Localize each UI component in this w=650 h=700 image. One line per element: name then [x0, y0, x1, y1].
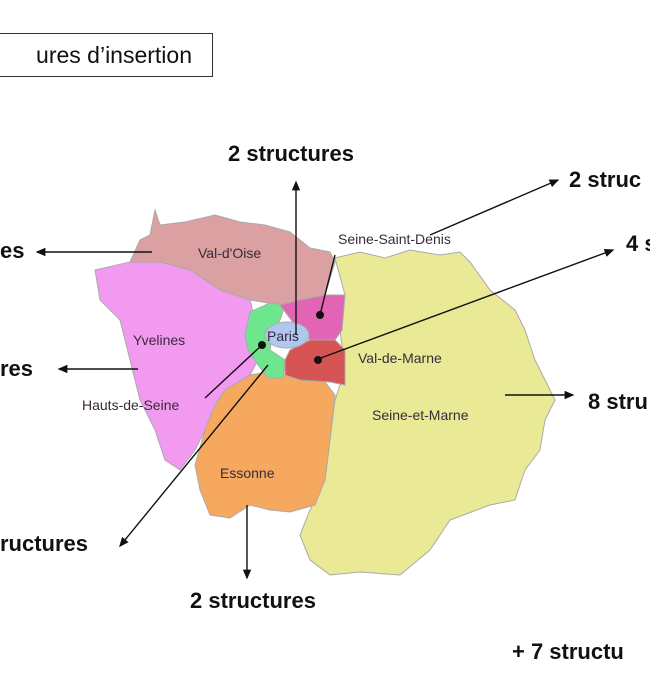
count-yvelines: res — [0, 356, 34, 381]
count-paris: 2 structures — [228, 141, 354, 166]
label-yvelines: Yvelines — [133, 332, 185, 348]
count-seine-saint-denis: 2 struc — [569, 167, 642, 192]
label-seine-saint-denis: Seine-Saint-Denis — [338, 231, 451, 247]
label-hauts-de-seine: Hauts-de-Seine — [82, 397, 179, 413]
arrow-seine-saint-denis — [429, 179, 560, 236]
region-paris[interactable] — [264, 321, 310, 349]
arrow-val-de-marne — [317, 248, 615, 360]
title-box: ures d’insertion — [0, 33, 213, 77]
label-val-doise: Val-d'Oise — [198, 245, 261, 261]
count-essonne: 2 structures — [190, 588, 316, 613]
count-hauts-de-seine: ructures — [0, 531, 89, 556]
dot-seine-saint-denis — [316, 311, 324, 319]
count-val-de-marne: 4 s — [626, 231, 650, 256]
label-paris: Paris — [267, 328, 299, 344]
count-seine-et-marne: 8 stru — [588, 389, 648, 414]
dot-hauts-de-seine — [258, 341, 266, 349]
leader-hauts-de-seine — [204, 344, 263, 399]
dot-val-de-marne — [314, 356, 322, 364]
label-val-de-marne: Val-de-Marne — [358, 350, 442, 366]
label-essonne: Essonne — [220, 465, 275, 481]
label-seine-et-marne: Seine-et-Marne — [372, 407, 469, 423]
leader-seine-saint-denis — [319, 254, 336, 316]
count-other: + 7 structu — [512, 639, 624, 664]
count-val-doise: es — [0, 238, 25, 263]
arrow-hauts-de-seine — [119, 364, 269, 548]
title: ures d’insertion — [36, 41, 192, 68]
